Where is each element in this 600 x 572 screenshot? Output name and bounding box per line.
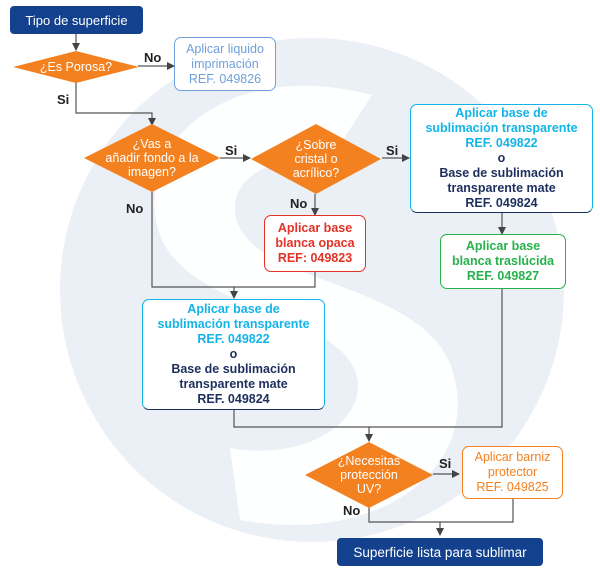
- box-blanca-traslucida: Aplicar base blanca traslúcida REF. 0498…: [440, 234, 566, 289]
- edge-label-fondo-no: No: [126, 201, 144, 216]
- start-text: Tipo de superficie: [25, 12, 128, 28]
- edge-label-cristal-no: No: [290, 196, 308, 211]
- decision-cristal-label: ¿Sobre cristal o acrílico?: [292, 138, 340, 180]
- decision-porosa-label: ¿Es Porosa?: [39, 60, 113, 74]
- decision-uv: [305, 442, 433, 508]
- box-transparente-mid: Aplicar base de sublimación transparente…: [142, 299, 325, 410]
- decision-porosa: [13, 51, 139, 83]
- edge-label-uv-no: No: [343, 503, 361, 518]
- edge-label-fondo-si: Si: [225, 143, 238, 158]
- box-blanca-opaca: Aplicar base blanca opaca REF: 049823: [264, 215, 366, 272]
- end-label: Superficie lista para sublimar: [337, 538, 543, 566]
- edge-label-uv-si: Si: [439, 456, 452, 471]
- edge-label-cristal-si: Si: [386, 143, 399, 158]
- box-transparente-top: Aplicar base de sublimación transparente…: [410, 104, 593, 213]
- end-text: Superficie lista para sublimar: [353, 544, 527, 560]
- decision-fondo-label: ¿Vas a añadir fondo a la imagen?: [105, 137, 199, 179]
- box-imprimacion: Aplicar liquido imprimación REF. 049826: [174, 37, 276, 91]
- decision-cristal: [251, 124, 381, 194]
- edge-label-porosa-no: No: [144, 50, 162, 65]
- decision-uv-label: ¿Necesitas protección UV?: [337, 454, 401, 496]
- decision-fondo: [84, 124, 220, 192]
- edge-label-porosa-si: Si: [57, 92, 70, 107]
- box-barniz: Aplicar barniz protector REF. 049825: [462, 446, 563, 499]
- start-label: Tipo de superficie: [10, 6, 143, 34]
